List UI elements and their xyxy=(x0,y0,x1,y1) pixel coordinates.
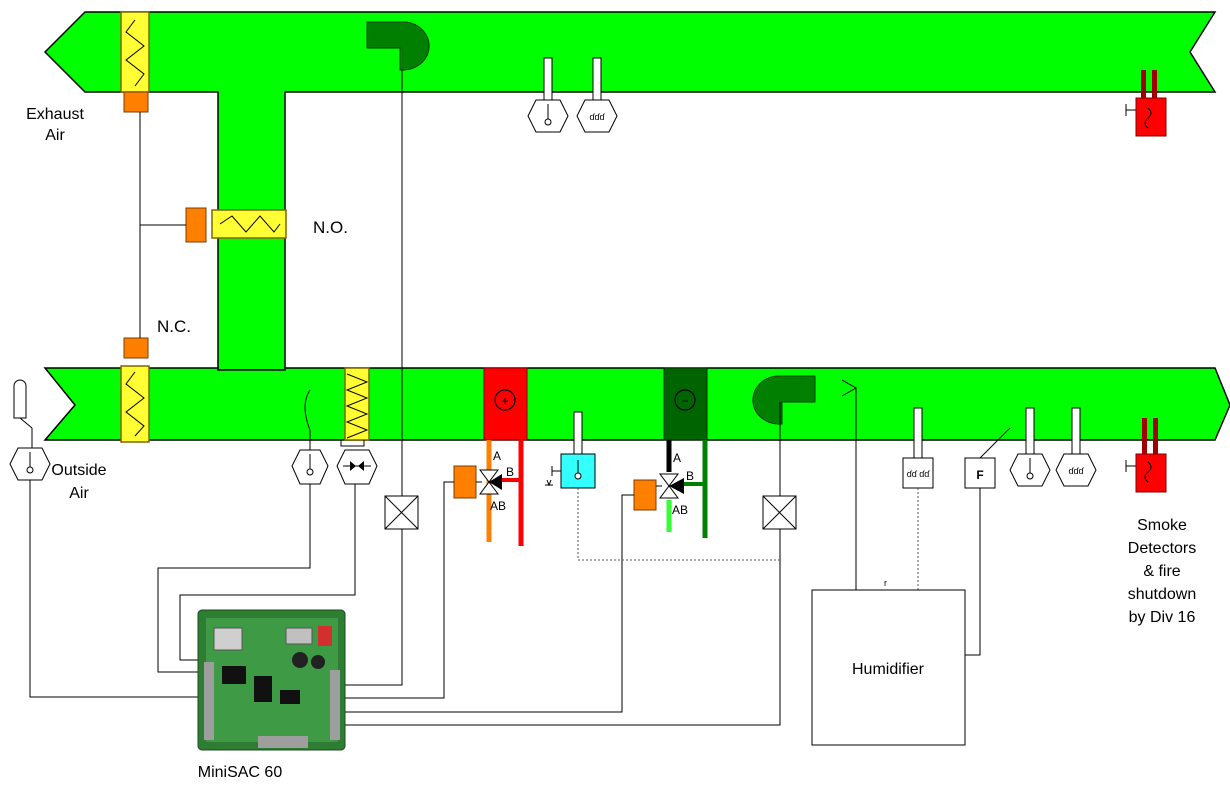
cooling-valve-ab: AB xyxy=(672,503,688,517)
temperature-sensor-icon xyxy=(527,57,569,133)
relay-box-icon xyxy=(762,495,797,530)
filter xyxy=(344,367,370,441)
flow-sensor-icon: F xyxy=(964,427,1011,489)
pressure-sensor-icon xyxy=(336,440,378,485)
actuator-icon xyxy=(123,91,149,113)
cooling-valve-b: B xyxy=(686,469,694,483)
supply-duct xyxy=(43,367,1230,441)
smoke-label-3: & fire xyxy=(1143,563,1180,580)
exhaust-air-label-2: Air xyxy=(45,127,65,144)
humidity-sensor-icon: ɗɗɗ xyxy=(576,57,618,133)
heating-valve-ab: AB xyxy=(490,499,506,513)
humidity-sensor-icon: ɗɗ ɗɗ xyxy=(902,407,934,489)
normally-open-label: N.O. xyxy=(313,218,348,237)
heating-valve-b: B xyxy=(506,465,514,479)
outside-air-label-2: Air xyxy=(69,485,89,502)
cooling-coil-symbol: − xyxy=(681,394,688,408)
normally-closed-label: N.C. xyxy=(157,317,191,336)
actuator-icon xyxy=(633,479,657,511)
svg-text:ɗɗ ɗɗ: ɗɗ ɗɗ xyxy=(907,469,931,479)
relay-box-icon xyxy=(384,495,419,530)
exhaust-duct xyxy=(43,11,1217,371)
heating-valve-a: A xyxy=(493,449,501,463)
humidifier-label: Humidifier xyxy=(852,661,925,678)
control-wiring xyxy=(29,70,981,726)
heating-valve xyxy=(479,469,502,495)
smoke-label-2: Detectors xyxy=(1128,540,1196,557)
exhaust-air-label-1: Exhaust xyxy=(26,106,84,123)
temperature-sensor-icon xyxy=(1009,407,1051,487)
temperature-sensor-icon xyxy=(291,389,329,485)
controller-board xyxy=(197,609,346,751)
actuator-icon xyxy=(185,207,207,243)
svg-text:ɗɗɗ: ɗɗɗ xyxy=(589,112,605,122)
smoke-label-5: by Div 16 xyxy=(1129,609,1196,626)
temperature-sensor-icon xyxy=(9,379,51,481)
humidity-sensor-icon: ɗɗɗ xyxy=(1055,407,1097,487)
outside-air-label-1: Outside xyxy=(51,462,106,479)
outside-air-damper xyxy=(120,365,150,443)
heating-coil-symbol: + xyxy=(501,394,508,408)
svg-text:r: r xyxy=(884,578,887,588)
flow-sensor-letter: F xyxy=(976,468,983,482)
smoke-label-4: shutdown xyxy=(1128,586,1197,603)
actuator-icon xyxy=(453,465,477,499)
cooling-valve xyxy=(659,473,684,499)
cooling-coil: − xyxy=(663,367,708,441)
smoke-detector-icon xyxy=(1125,418,1167,493)
humidifier-steam-line xyxy=(841,379,858,590)
humidifier-box xyxy=(811,589,966,746)
controller-label: MiniSAC 60 xyxy=(198,764,283,781)
exhaust-damper xyxy=(120,11,150,93)
smoke-label-1: Smoke xyxy=(1137,517,1187,534)
actuator-icon xyxy=(123,337,149,359)
cooling-valve-a: A xyxy=(673,451,681,465)
smoke-detector-icon xyxy=(1125,70,1167,137)
sensor-wiring xyxy=(577,488,919,592)
recirculation-damper xyxy=(211,209,287,239)
svg-text:ɗɗɗ: ɗɗɗ xyxy=(1068,466,1084,476)
heating-coil: + xyxy=(483,367,528,441)
supply-fan-icon xyxy=(752,375,816,425)
exhaust-fan-icon xyxy=(366,21,430,71)
